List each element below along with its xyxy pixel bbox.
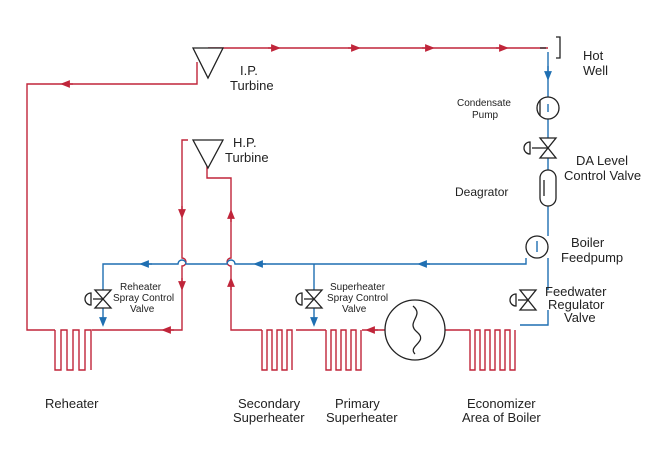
label-deaerator: Deagrator (455, 185, 508, 199)
steam-lines (26, 44, 548, 334)
label-ip-turbine: I.P. Turbine (230, 63, 274, 93)
boiler-furnace (384, 299, 446, 361)
svg-text:Spray Control: Spray Control (113, 293, 174, 304)
svg-text:Economizer: Economizer (467, 396, 536, 411)
label-secondary-superheater: Secondary Superheater (233, 396, 305, 425)
svg-text:Valve: Valve (342, 304, 367, 315)
svg-text:Turbine: Turbine (225, 150, 269, 165)
label-primary-superheater: Primary Superheater (326, 396, 398, 425)
svg-text:Feedwater: Feedwater (545, 284, 607, 299)
svg-text:Valve: Valve (130, 304, 155, 315)
svg-text:DA Level: DA Level (576, 153, 628, 168)
da-level-control-valve (523, 137, 558, 159)
svg-text:Superheater: Superheater (233, 410, 305, 425)
label-reheater: Reheater (45, 396, 99, 411)
svg-text:Secondary: Secondary (238, 396, 301, 411)
svg-text:Spray Control: Spray Control (327, 293, 388, 304)
label-condensate-pump: Condensate Pump (457, 98, 511, 121)
svg-text:Superheater: Superheater (326, 410, 398, 425)
superheater-spray-control-valve (295, 289, 324, 309)
svg-text:Pump: Pump (472, 110, 499, 121)
reheat-to-ip-line (26, 62, 198, 331)
svg-text:Feedpump: Feedpump (561, 250, 623, 265)
primary-superheater-coil (325, 329, 362, 371)
svg-text:Hot: Hot (583, 48, 604, 63)
svg-text:Control Valve: Control Valve (564, 168, 641, 183)
svg-text:Superheater: Superheater (330, 282, 386, 293)
economizer-coil (469, 329, 516, 371)
deaerator (539, 169, 557, 207)
reheater-spray-control-valve (84, 289, 113, 309)
svg-text:I.P.: I.P. (240, 63, 258, 78)
boiler-feedpump (525, 235, 549, 259)
svg-text:Regulator: Regulator (548, 297, 605, 312)
svg-text:Boiler: Boiler (571, 235, 605, 250)
label-hot-well: Hot Well (583, 48, 608, 78)
feedwater-regulator-valve (509, 289, 538, 311)
label-boiler-feedpump: Boiler Feedpump (561, 235, 623, 265)
label-hp-turbine: H.P. Turbine (225, 135, 269, 165)
svg-text:Well: Well (583, 63, 608, 78)
label-feedwater-valve: Feedwater Regulator Valve (545, 284, 607, 325)
svg-text:H.P.: H.P. (233, 135, 257, 150)
svg-text:Valve: Valve (564, 310, 596, 325)
svg-text:Turbine: Turbine (230, 78, 274, 93)
svg-text:Reheater: Reheater (120, 282, 162, 293)
main-steam-line (206, 160, 262, 331)
label-da-level-valve: DA Level Control Valve (564, 153, 641, 183)
label-economizer: Economizer Area of Boiler (462, 396, 541, 425)
hot-well (540, 36, 561, 59)
svg-text:Condensate: Condensate (457, 98, 511, 109)
feedwater-header (102, 258, 527, 290)
hp-turbine (191, 139, 225, 170)
reheater-coil (54, 329, 92, 371)
svg-text:Primary: Primary (335, 396, 380, 411)
svg-text:Area of Boiler: Area of Boiler (462, 410, 541, 425)
condensate-pump (536, 96, 560, 120)
label-superheater-spray-valve: Superheater Spray Control Valve (327, 282, 388, 315)
ip-turbine (191, 47, 225, 80)
label-reheater-spray-valve: Reheater Spray Control Valve (113, 282, 174, 315)
secondary-superheater-coil (261, 329, 293, 371)
